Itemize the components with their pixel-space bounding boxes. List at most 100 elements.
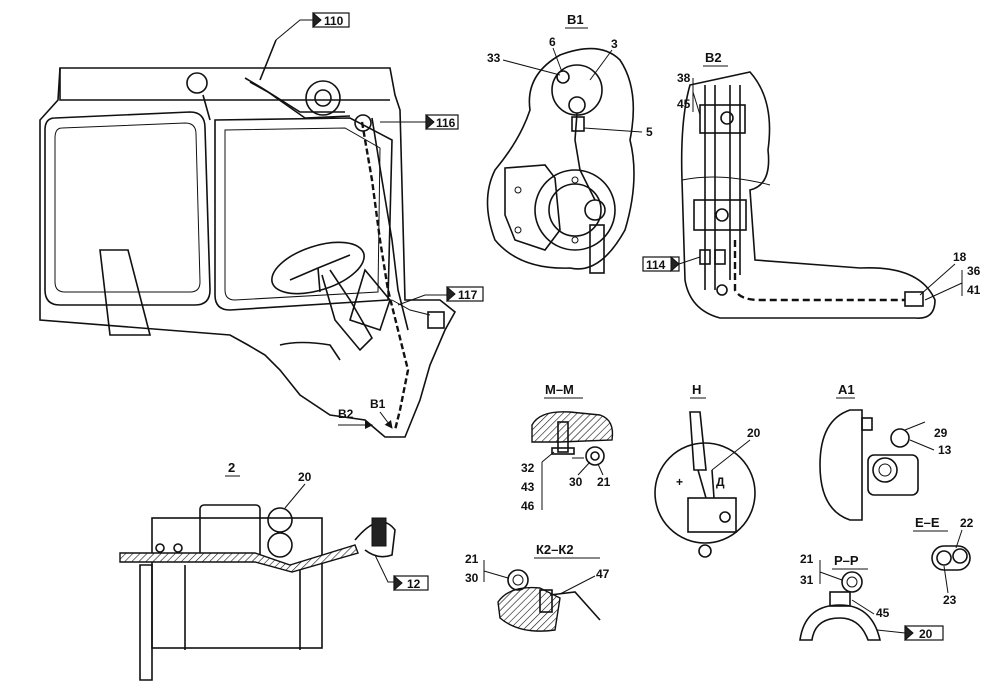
b1-nut	[584, 199, 606, 221]
ee-wire-a	[936, 550, 952, 566]
callout-pp-45: 45	[876, 606, 890, 620]
roof-lamp	[186, 72, 208, 94]
b2-floor-harness	[733, 240, 905, 302]
a1-connector	[867, 454, 919, 496]
callout-pp-31: 31	[800, 573, 814, 587]
mm-washer	[551, 447, 575, 455]
h-housing	[654, 442, 756, 544]
callout-36: 36	[967, 264, 981, 278]
detail-h-title: Н	[692, 382, 701, 397]
seat-back	[99, 249, 152, 336]
callout-29: 29	[934, 426, 948, 440]
ee-grommet	[931, 545, 971, 571]
b2-end-clip	[904, 291, 924, 307]
callout-k2-47: 47	[596, 567, 610, 581]
h-mount	[698, 544, 712, 558]
mm-panel-section	[531, 411, 614, 443]
view-arrow-b2-label: В2	[338, 407, 354, 421]
connector-block	[427, 311, 445, 329]
front-window-inner	[224, 127, 381, 301]
b1-lead	[589, 224, 605, 274]
callout-5: 5	[646, 125, 653, 139]
detail-b2: В2 114 38 45 18 36 41	[642, 50, 981, 319]
callout-18: 18	[953, 250, 967, 264]
wiper-motor	[305, 80, 341, 116]
callout-13: 13	[938, 443, 952, 457]
callout-32: 32	[521, 461, 535, 475]
h-plus-mark: +	[676, 475, 683, 489]
b2-clamp-upper	[699, 104, 746, 134]
d2-regulator	[199, 504, 261, 561]
ref-117: 117	[397, 285, 484, 306]
b1-cable	[574, 112, 596, 201]
h-contacts	[697, 469, 715, 499]
section-pp-title: Р–Р	[834, 553, 859, 568]
ref-12-label: 12	[407, 577, 421, 591]
b1-flange	[534, 169, 616, 251]
view-arrow-b1-label: В1	[370, 397, 386, 411]
pp-lead	[876, 629, 906, 634]
detail-b2-title: В2	[705, 50, 722, 65]
ref-pp-20: 20	[904, 624, 944, 642]
h-d-mark: Д	[716, 475, 725, 489]
callout-k2-21: 21	[465, 552, 479, 566]
callout-30: 30	[569, 475, 583, 489]
section-e-e: Е–Е 22 23	[913, 515, 974, 607]
ref-117-label: 117	[458, 288, 478, 302]
left-window-inner	[54, 122, 201, 293]
front-window-outer	[214, 117, 393, 311]
b1-grommet	[571, 116, 585, 132]
callout-pp-21: 21	[800, 552, 814, 566]
ref-114-label: 114	[646, 258, 666, 272]
pp-clamp	[829, 591, 851, 607]
callout-k2-30: 30	[465, 571, 479, 585]
steering-spokes	[289, 254, 351, 293]
section-mm-title: М–М	[545, 382, 574, 397]
detail-b1-outline	[486, 47, 635, 270]
d2-pulley-a	[267, 507, 293, 533]
a1-coil	[872, 457, 898, 483]
floor-line	[279, 341, 341, 361]
wiring-harness-roof-b	[249, 81, 351, 119]
pillar-harness	[360, 121, 410, 431]
ref-114: 114	[642, 255, 701, 273]
callout-21: 21	[597, 475, 611, 489]
callout-6: 6	[549, 35, 556, 49]
k2-panel-section	[497, 586, 561, 632]
main-cab-view: 110 116 117 В1 В2	[39, 11, 484, 438]
detail-2-title: 2	[228, 460, 235, 475]
left-window-outer	[44, 111, 211, 306]
h-switch-body	[687, 497, 737, 533]
mm-cable	[585, 446, 605, 466]
detail-b1-title: В1	[567, 12, 584, 27]
section-m-m: М–М 32 43 46 30 21	[521, 382, 614, 513]
view-arrow-b1	[379, 411, 393, 429]
callout-38: 38	[677, 71, 691, 85]
k2-clip	[539, 589, 553, 613]
callout-33: 33	[487, 51, 501, 65]
callout-2-20: 20	[298, 470, 312, 484]
callout-23: 23	[943, 593, 957, 607]
a1-lamp-housing	[819, 409, 863, 521]
ee-wire-b	[952, 548, 968, 564]
cab-outline	[39, 67, 457, 438]
callout-41: 41	[967, 283, 981, 297]
d2-nut	[371, 517, 387, 547]
d2-flange	[139, 564, 153, 681]
d2-mount-strip	[119, 544, 359, 573]
wiring-harness-roof	[244, 77, 345, 113]
pp-bracket	[799, 604, 882, 641]
harness-clamp-top	[354, 114, 372, 132]
ref-110-label: 110	[324, 14, 344, 28]
callout-46: 46	[521, 499, 535, 513]
b2-cable-bundle	[704, 85, 741, 290]
detail-2: 2 12 20	[119, 460, 429, 681]
section-ee-title: Е–Е	[915, 515, 940, 530]
callout-22: 22	[960, 516, 974, 530]
ref-116-label: 116	[436, 116, 456, 130]
ref-12: 12	[393, 574, 429, 592]
callout-43: 43	[521, 480, 535, 494]
b1-flange-inner	[548, 183, 602, 237]
detail-b1: В1 33 6 3 5	[486, 12, 653, 274]
callout-h-20: 20	[747, 426, 761, 440]
